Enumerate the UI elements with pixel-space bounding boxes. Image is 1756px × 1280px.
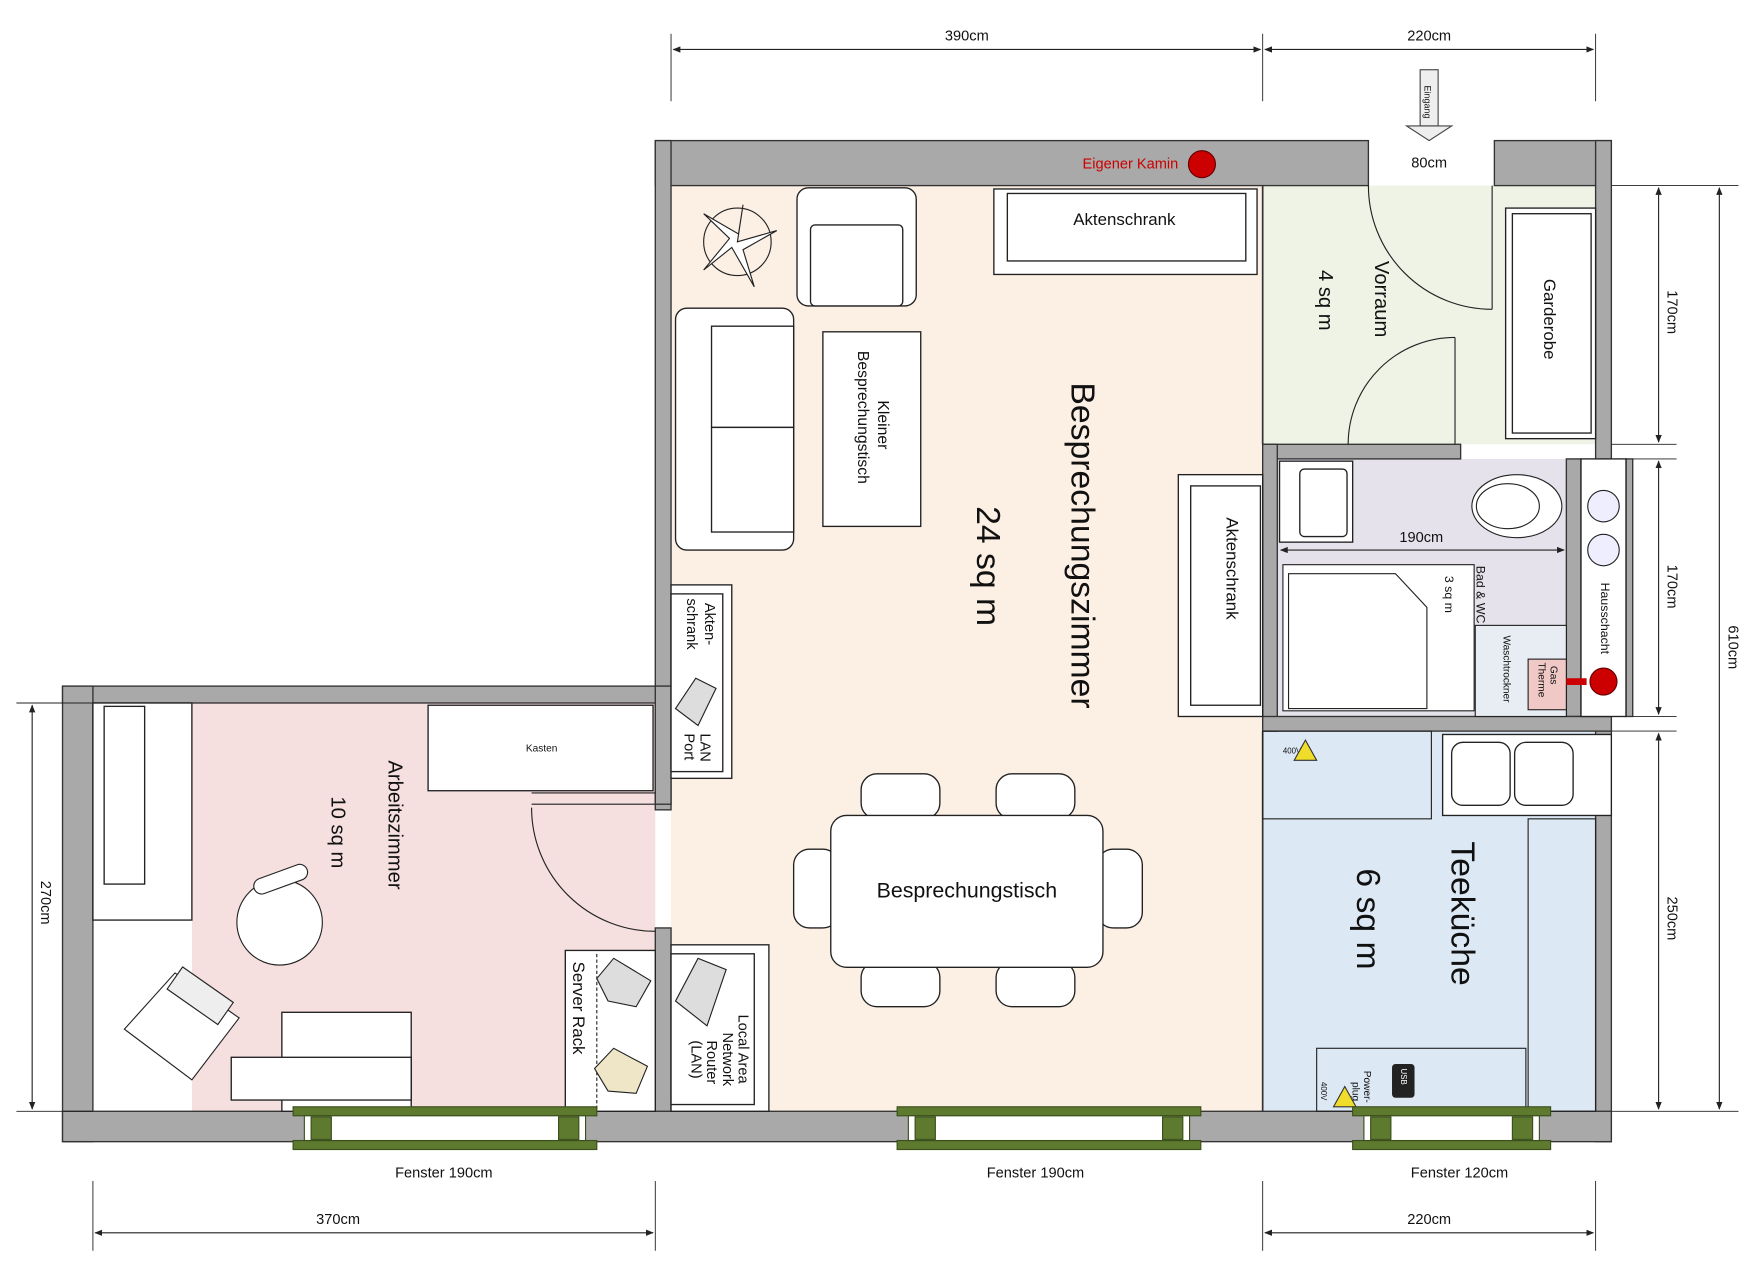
window-kitchen bbox=[1352, 1106, 1552, 1151]
gas-boiler-label-1: Gas bbox=[1548, 666, 1559, 685]
utility-shaft-label: Hausschacht bbox=[1598, 583, 1612, 655]
printer-icon bbox=[596, 957, 652, 1008]
vestibule-area: 4 sq m bbox=[1314, 270, 1336, 331]
shaft-pipe-icon bbox=[1587, 489, 1620, 523]
meeting-room-name: Besprechungszimmer bbox=[1063, 382, 1101, 708]
bathtub-icon bbox=[1282, 564, 1475, 712]
filing-cabinet-right bbox=[1177, 473, 1264, 718]
wardrobe bbox=[1504, 207, 1597, 440]
filing-cabinet-right-label: Aktenschrank bbox=[1223, 517, 1242, 620]
filing-cabinet-top-label: Aktenschrank bbox=[1073, 210, 1176, 229]
power-plug-label-2: plug bbox=[1350, 1082, 1361, 1101]
sofa bbox=[674, 307, 795, 551]
dim-top-vestibule: 220cm bbox=[1407, 28, 1451, 44]
meeting-table-label: Besprechungstisch bbox=[877, 879, 1057, 903]
router-cabinet bbox=[670, 944, 770, 1112]
small-cabinet-label-1: Akten- bbox=[701, 603, 717, 645]
desk bbox=[123, 966, 412, 1112]
toilet-icon bbox=[1471, 474, 1563, 539]
small-cabinet-label-2: schrank bbox=[683, 598, 699, 650]
dim-bottom-kitchen: 220cm bbox=[1407, 1212, 1451, 1228]
small-meeting-table bbox=[822, 331, 922, 528]
lan-port-label-1: LAN bbox=[696, 733, 712, 761]
dim-left-office: 270cm bbox=[37, 881, 53, 925]
dim-right-kitchen: 250cm bbox=[1664, 896, 1680, 940]
filing-cabinet-top bbox=[993, 188, 1258, 276]
gas-pipe bbox=[1566, 678, 1587, 685]
dim-right-bathroom: 170cm bbox=[1664, 565, 1680, 609]
window-office-label: Fenster 190cm bbox=[395, 1166, 492, 1182]
kitchen-name: Teeküche bbox=[1444, 841, 1482, 985]
office-door bbox=[531, 792, 656, 805]
vestibule-door-swing bbox=[1347, 336, 1456, 445]
power-plug-label-1: Power- bbox=[1361, 1071, 1372, 1103]
wardrobe-label: Garderobe bbox=[1540, 279, 1559, 360]
kitchen-area: 6 sq m bbox=[1349, 868, 1387, 969]
office-shelf bbox=[92, 702, 193, 921]
window-kitchen-label: Fenster 120cm bbox=[1411, 1166, 1508, 1182]
entrance-label: Eingang bbox=[1423, 85, 1433, 118]
shaft-pipe-icon bbox=[1587, 533, 1620, 567]
gas-boiler-label-2: Therme bbox=[1535, 662, 1546, 697]
bath-width-label: 190cm bbox=[1399, 530, 1443, 546]
office-room-area: 10 sq m bbox=[326, 796, 348, 868]
meeting-table bbox=[830, 814, 1104, 968]
gas-connection-icon bbox=[1589, 667, 1618, 696]
usb-icon bbox=[1392, 1064, 1415, 1098]
dim-top-meeting: 390cm bbox=[945, 28, 989, 44]
dim-right-total: 610cm bbox=[1724, 625, 1740, 669]
fireplace-icon bbox=[1187, 150, 1216, 179]
bathroom-area: 3 sq m bbox=[1442, 576, 1456, 613]
keyboard-icon bbox=[166, 966, 235, 1026]
router-label-3: Router bbox=[703, 1040, 719, 1084]
kitchen-sink-icon bbox=[1441, 733, 1613, 817]
window-meeting-label: Fenster 190cm bbox=[987, 1166, 1084, 1182]
vestibule-name: Vorraum bbox=[1370, 261, 1392, 337]
dimension-lines bbox=[16, 33, 1739, 1251]
router-label-2: Network bbox=[719, 1033, 735, 1087]
meeting-table-chairs bbox=[792, 773, 1143, 1008]
voltage-label-bottom: 400V bbox=[1319, 1082, 1328, 1101]
router-label-1: Local Area bbox=[735, 1015, 751, 1085]
dim-bottom-office: 370cm bbox=[316, 1212, 360, 1228]
gas-boiler bbox=[1527, 658, 1567, 711]
high-voltage-icon bbox=[1332, 1085, 1357, 1108]
office-chair-icon bbox=[236, 863, 323, 966]
fireplace-label: Eigener Kamin bbox=[1082, 157, 1178, 173]
dim-right-vestibule: 170cm bbox=[1664, 290, 1680, 334]
bathroom-name: Bad & WC bbox=[1473, 566, 1487, 624]
window-meeting bbox=[896, 1106, 1202, 1151]
window-office bbox=[292, 1106, 598, 1151]
washbasin-icon bbox=[1278, 460, 1354, 543]
washer-dryer-label: Waschtrockner bbox=[1500, 636, 1511, 704]
office-room-name: Arbeitszimmer bbox=[384, 760, 406, 890]
armchair bbox=[796, 187, 917, 307]
small-table-label-2: Besprechungstisch bbox=[854, 351, 871, 484]
small-table-label-1: Kleiner bbox=[874, 400, 891, 449]
high-voltage-icon bbox=[1293, 738, 1318, 761]
server-icon bbox=[593, 1047, 649, 1094]
chest bbox=[427, 704, 654, 792]
entrance-door-swing bbox=[1367, 185, 1493, 310]
lan-port-icon bbox=[674, 677, 717, 727]
router-label-4: (LAN) bbox=[687, 1040, 703, 1078]
kitchen-counter-right bbox=[1527, 818, 1597, 1112]
meeting-room-area: 24 sq m bbox=[969, 506, 1007, 626]
router-icon bbox=[674, 957, 727, 1027]
server-rack-label: Server Rack bbox=[569, 962, 588, 1055]
chest-label: Kasten bbox=[526, 743, 557, 754]
kitchen-counter-top bbox=[1262, 730, 1432, 820]
office-door-swing bbox=[531, 807, 656, 932]
lan-port-label-2: Port bbox=[681, 733, 697, 760]
usb-label: USB bbox=[1399, 1069, 1408, 1085]
entrance-width: 80cm bbox=[1411, 156, 1447, 172]
entrance-arrow-icon bbox=[1404, 69, 1454, 142]
voltage-label-top: 400V bbox=[1283, 747, 1302, 756]
plant-icon bbox=[703, 204, 778, 288]
